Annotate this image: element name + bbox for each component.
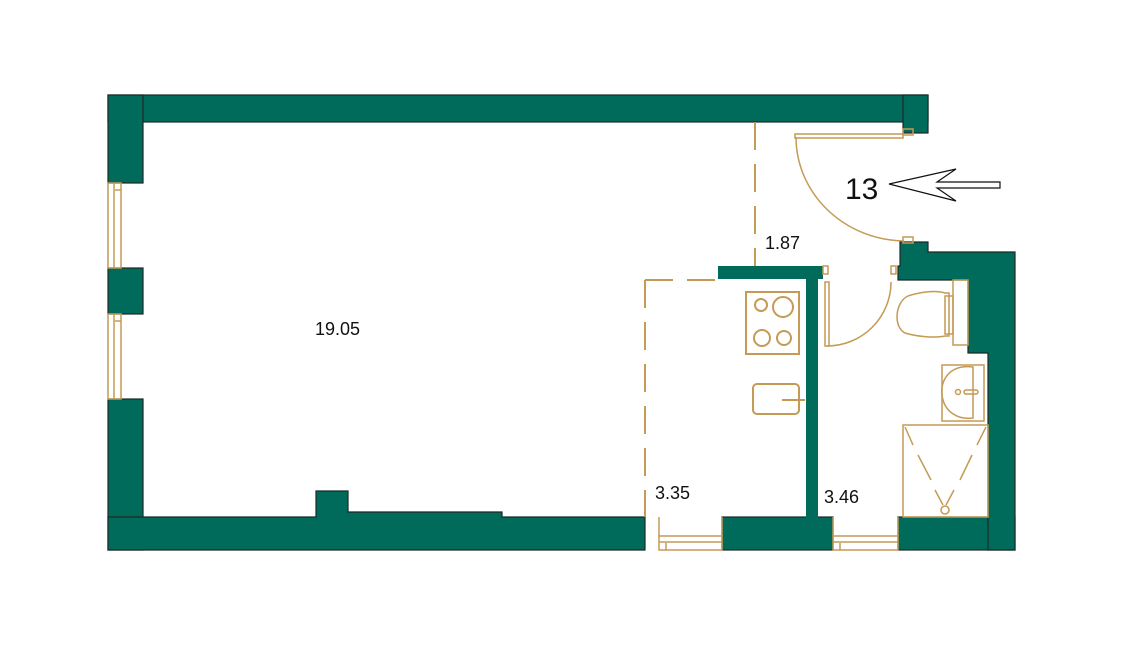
wall-top-right-stub [902,94,929,134]
wall-left-upper [107,94,144,184]
washbasin-icon [941,364,985,422]
kitchen-sink-icon [752,383,805,415]
entrance-door[interactable] [794,128,914,244]
wall-right [897,241,1016,551]
area-hallway: 1.87 [765,233,800,253]
entrance-arrow-icon [888,168,1001,202]
area-bathroom: 3.46 [824,487,859,507]
wall-top [107,94,929,123]
area-kitchen: 3.35 [655,483,690,503]
walls [107,94,1016,551]
toilet-icon [896,279,969,346]
window-kitchen [658,517,723,551]
stove-icon [745,291,800,355]
wall-partition-horizontal [718,266,823,279]
window-left-lower [107,313,122,400]
window-bathroom [832,517,899,551]
wall-left-pillar [107,267,144,315]
wall-bottom-left [107,490,646,551]
apartment-number: 13 [845,173,878,206]
zone-boundaries [644,122,756,517]
wall-bottom-middle [721,516,834,551]
bathroom-door[interactable] [822,265,897,347]
area-living-room: 19.05 [315,319,360,339]
windows [107,182,899,551]
wall-partition-vertical [806,266,818,518]
shower-icon [902,424,989,518]
window-left-upper [107,182,122,269]
